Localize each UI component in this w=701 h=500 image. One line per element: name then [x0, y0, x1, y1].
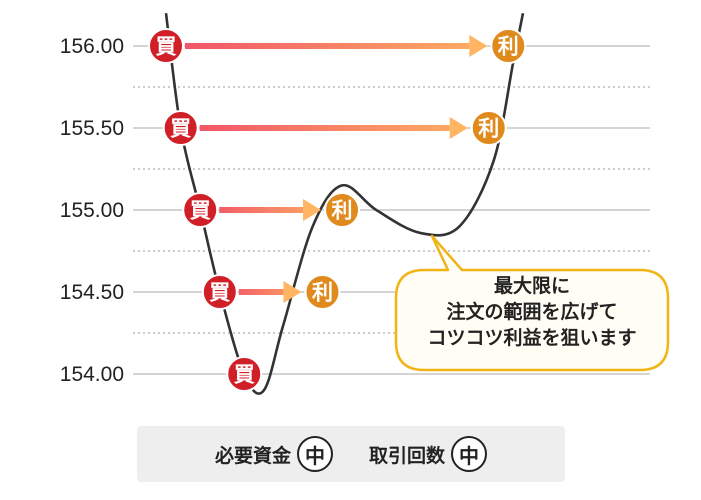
callout-bubble: [394, 234, 670, 372]
profit-marker-label: 利: [312, 281, 333, 305]
trade-arrowhead: [303, 199, 322, 221]
buy-marker-label: 買: [156, 35, 177, 59]
buy-marker: [226, 356, 263, 392]
callout-line: 最大限に: [494, 274, 570, 297]
buy-marker-label: 買: [234, 363, 255, 387]
trade-frequency: 取引回数 中: [369, 436, 488, 472]
profit-marker: [470, 110, 507, 146]
buy-marker-label: 買: [209, 281, 230, 305]
buy-marker: [162, 110, 199, 146]
callout-line: 注文の範囲を広げて: [446, 300, 617, 323]
y-tick-label: 156.00: [60, 35, 124, 58]
y-tick-label: 155.00: [60, 199, 124, 222]
profit-marker-label: 利: [332, 199, 353, 223]
required-funds: 必要資金 中: [215, 436, 333, 472]
y-tick-label: 154.50: [60, 281, 124, 304]
required-funds-level-badge: 中: [297, 436, 333, 472]
y-tick-label: 154.00: [60, 363, 124, 386]
required-funds-label: 必要資金: [214, 444, 291, 467]
buy-marker: [201, 274, 238, 310]
buy-marker-label: 買: [190, 199, 211, 223]
profit-marker: [324, 192, 361, 228]
footer-summary: 必要資金 中 取引回数 中: [137, 426, 565, 482]
profit-marker-label: 利: [478, 117, 499, 141]
profit-marker: [304, 274, 341, 310]
trade-frequency-label: 取引回数: [369, 444, 446, 467]
buy-marker: [148, 28, 184, 64]
trade-frequency-level-badge: 中: [451, 436, 488, 472]
buy-marker: [182, 192, 219, 228]
callout-line: コツコツ利益を狙います: [427, 326, 636, 349]
trade-arrowhead: [469, 35, 488, 57]
trade-arrowhead: [449, 117, 468, 139]
buy-marker-label: 買: [170, 117, 191, 141]
trade-arrowhead: [283, 281, 302, 303]
profit-marker: [490, 28, 527, 64]
y-tick-label: 155.50: [60, 117, 124, 140]
profit-marker-label: 利: [498, 35, 519, 59]
